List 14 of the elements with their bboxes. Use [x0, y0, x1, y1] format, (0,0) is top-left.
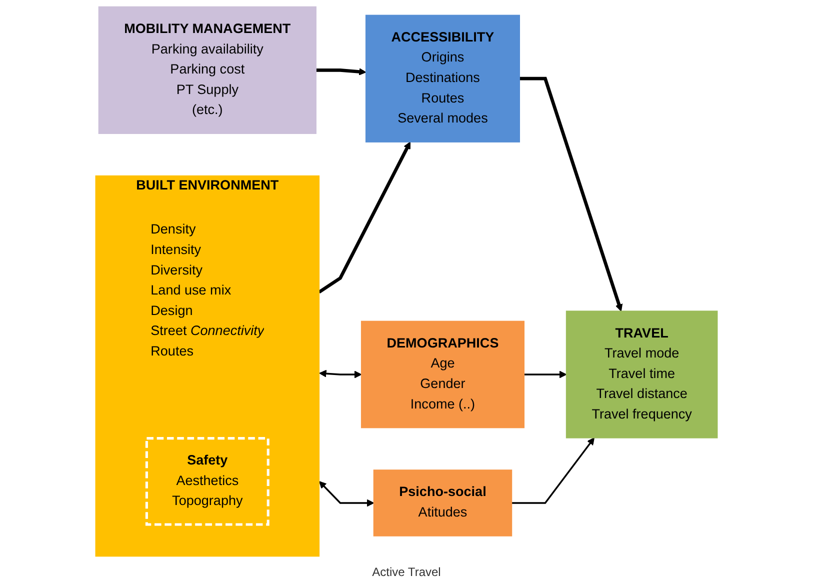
arrow	[512, 438, 594, 504]
note-text: Active Travel	[372, 565, 441, 579]
arrow	[524, 370, 567, 378]
node-box: Psicho-social Atitudes	[373, 470, 512, 536]
arrow	[318, 142, 410, 294]
arrow	[319, 370, 362, 378]
node-box: TRAVEL Travel mode Travel time Travel distance Travel frequency	[566, 310, 718, 438]
arrow	[319, 481, 374, 507]
arrow	[316, 68, 366, 76]
node-box: ACCESSIBILITY Origins Destinations Routes Several modes	[365, 14, 520, 142]
node-box: Safety Aesthetics Topography	[145, 437, 270, 526]
node-box: MOBILITY MANAGEMENT Parking availability Parking cost PT Supply (etc.)	[98, 6, 316, 134]
node-box: DEMOGRAPHICS Age Gender Income (..)	[360, 320, 524, 428]
arrow	[520, 76, 623, 312]
